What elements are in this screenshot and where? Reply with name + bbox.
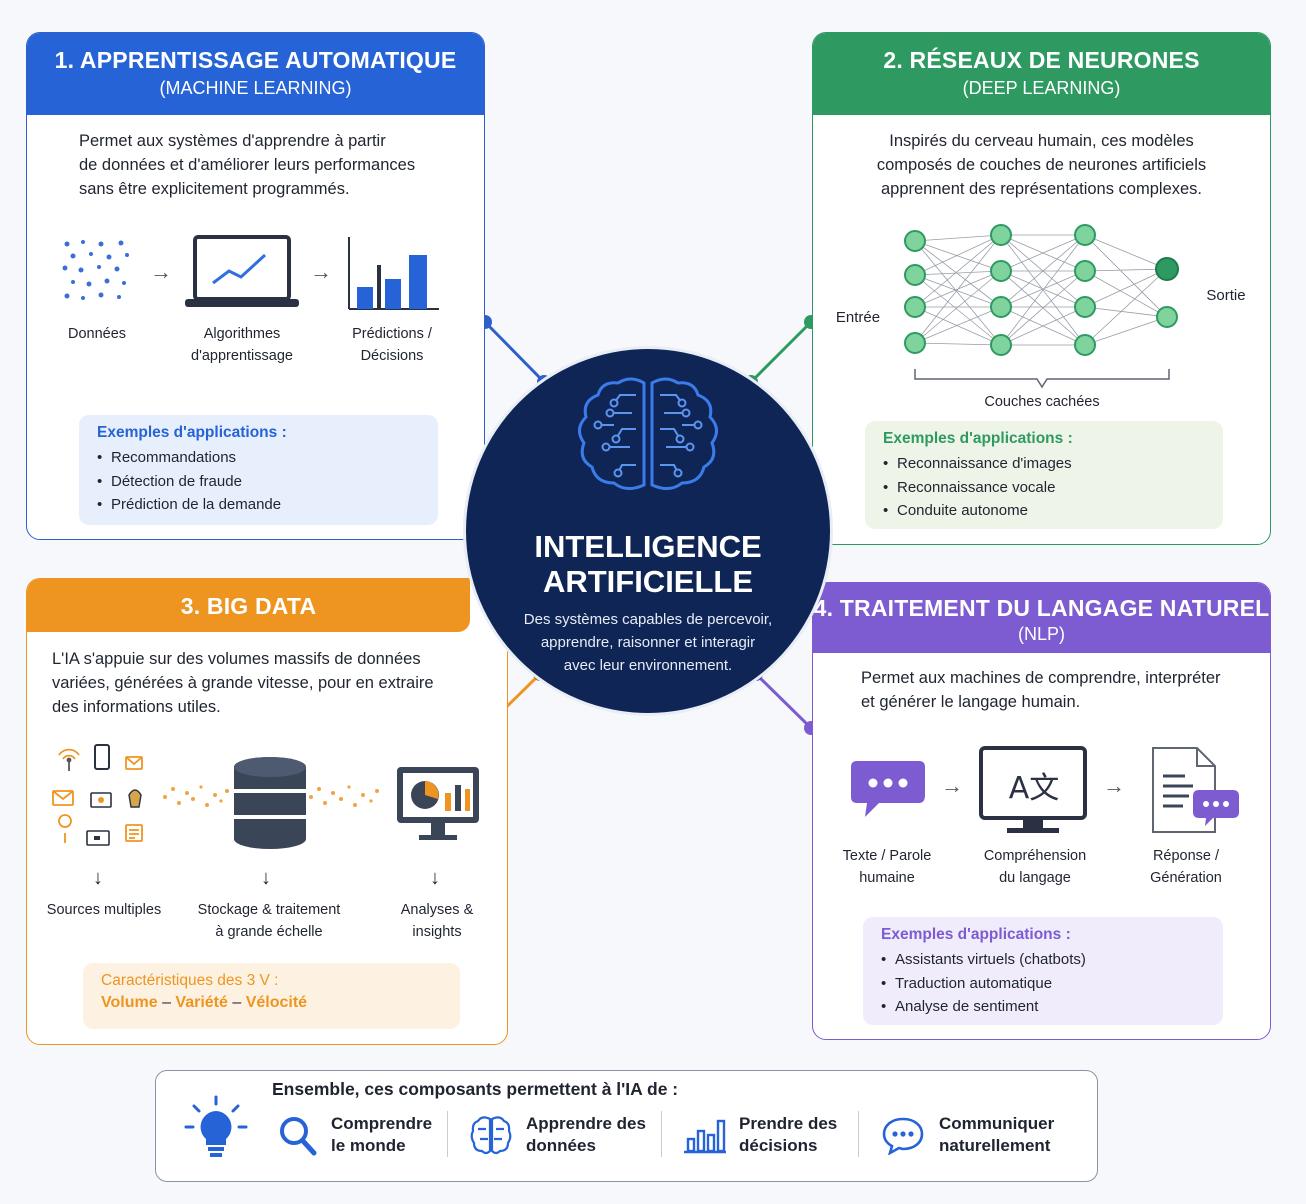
- laptop-chart-icon: [185, 235, 299, 307]
- list-item: Reconnaissance d'images: [883, 452, 1205, 476]
- ml-step-data: Données: [67, 326, 127, 342]
- center-circle: INTELLIGENCE ARTIFICIELLE Des systèmes c…: [466, 349, 830, 713]
- bar-chart-icon: [684, 1119, 726, 1154]
- nlp-subtitle: (NLP): [1017, 624, 1065, 644]
- chat-bubble-icon: [851, 761, 925, 817]
- bigdata-3v: Volume – Variété – Vélocité: [101, 994, 308, 1011]
- nn-title: 2. RÉSEAUX DE NEURONES: [883, 47, 1200, 73]
- ml-examples-box: Exemples d'applications : Recommandation…: [79, 415, 438, 525]
- nn-card: 2. RÉSEAUX DE NEURONES (DEEP LEARNING) I…: [812, 32, 1271, 545]
- ml-card: 1. APPRENTISSAGE AUTOMATIQUE (MACHINE LE…: [26, 32, 485, 540]
- database-icon: [234, 757, 306, 849]
- list-item: Conduite autonome: [883, 499, 1205, 523]
- center-description: Des systèmes capables de percevoir, appr…: [523, 611, 773, 674]
- analytics-monitor-icon: [397, 767, 479, 840]
- ml-title: 1. APPRENTISSAGE AUTOMATIQUE: [54, 47, 457, 73]
- bigdata-step-analytics: Analyses &insights: [400, 902, 474, 940]
- lightbulb-icon: [184, 1095, 248, 1157]
- translation-text: A文: [1008, 771, 1060, 806]
- list-item: Analyse de sentiment: [881, 995, 1205, 1019]
- nn-hidden-label: Couches cachées: [984, 394, 1100, 410]
- nn-output-label: Sortie: [1206, 287, 1246, 304]
- nn-input-label: Entrée: [835, 309, 881, 326]
- hidden-layers-bracket: [914, 369, 1170, 389]
- magnifier-icon: [280, 1117, 317, 1156]
- summary-title: Ensemble, ces composants permettent à l'…: [272, 1079, 679, 1099]
- bigdata-characteristics-title: Caractéristiques des 3 V :: [101, 972, 279, 989]
- circuit-brain-icon: [578, 377, 718, 490]
- data-dots-icon: [62, 240, 129, 300]
- bigdata-card-header: 3. BIG DATA: [27, 579, 470, 632]
- nlp-description: Permet aux machines de comprendre, inter…: [861, 669, 1221, 711]
- bigdata-characteristics-box: Caractéristiques des 3 V : Volume – Vari…: [83, 963, 460, 1029]
- data-stream-particles: [163, 785, 379, 807]
- ml-subtitle: (MACHINE LEARNING): [159, 78, 352, 98]
- bigdata-title: 3. BIG DATA: [180, 593, 317, 619]
- list-item: Assistants virtuels (chatbots): [881, 948, 1205, 972]
- list-item: Prédiction de la demande: [97, 493, 420, 517]
- divider: [858, 1111, 859, 1157]
- bigdata-description: L'IA s'appuie sur des volumes massifs de…: [52, 650, 434, 716]
- arrow-icon: →: [941, 773, 963, 798]
- list-item: Recommandations: [97, 446, 420, 470]
- summary-panel: Ensemble, ces composants permettent à l'…: [155, 1070, 1098, 1182]
- translation-monitor-icon: [979, 746, 1087, 833]
- nn-examples-title: Exemples d'applications :: [883, 430, 1073, 447]
- ml-card-header: 1. APPRENTISSAGE AUTOMATIQUE (MACHINE LE…: [27, 33, 484, 115]
- bigdata-card: 3. BIG DATA L'IA s'appuie sur des volume…: [26, 578, 508, 1045]
- ml-description: Permet aux systèmes d'apprendre à partir…: [79, 132, 416, 198]
- divider: [447, 1111, 448, 1157]
- nlp-step-response: Réponse /Génération: [1150, 848, 1222, 886]
- list-item: Reconnaissance vocale: [883, 476, 1205, 500]
- ml-examples-title: Exemples d'applications :: [97, 424, 287, 441]
- nn-subtitle: (DEEP LEARNING): [962, 78, 1121, 98]
- down-arrow-icon: ↓: [93, 867, 103, 889]
- arrow-icon: →: [150, 259, 172, 284]
- divider: [661, 1111, 662, 1157]
- nn-examples-box: Exemples d'applications : Reconnaissance…: [865, 421, 1223, 529]
- bigdata-step-sources: Sources multiples: [46, 902, 162, 918]
- list-item: Détection de fraude: [97, 470, 420, 494]
- center-title: INTELLIGENCE ARTIFICIELLE: [534, 529, 762, 599]
- nlp-card: 4. TRAITEMENT DU LANGAGE NATUREL (NLP) P…: [812, 582, 1271, 1040]
- down-arrow-icon: ↓: [430, 867, 440, 889]
- data-sources-icon: [52, 744, 143, 846]
- arrow-icon: →: [1103, 773, 1125, 798]
- down-arrow-icon: ↓: [261, 867, 271, 889]
- ml-step-predictions: Prédictions /Décisions: [352, 326, 432, 364]
- nlp-examples-title: Exemples d'applications :: [881, 926, 1071, 943]
- list-item: Traduction automatique: [881, 972, 1205, 996]
- bar-chart-icon: [348, 237, 439, 310]
- brain-icon: [470, 1116, 512, 1155]
- speech-bubble-icon: [882, 1117, 924, 1155]
- nlp-examples-box: Exemples d'applications : Assistants vir…: [863, 917, 1223, 1025]
- arrow-icon: →: [310, 259, 332, 284]
- nlp-title: 4. TRAITEMENT DU LANGAGE NATUREL: [813, 595, 1270, 621]
- nn-card-header: 2. RÉSEAUX DE NEURONES (DEEP LEARNING): [813, 33, 1270, 115]
- neural-network-icon: [904, 224, 1179, 356]
- nlp-card-header: 4. TRAITEMENT DU LANGAGE NATUREL (NLP): [813, 583, 1270, 653]
- document-response-icon: [1152, 747, 1239, 833]
